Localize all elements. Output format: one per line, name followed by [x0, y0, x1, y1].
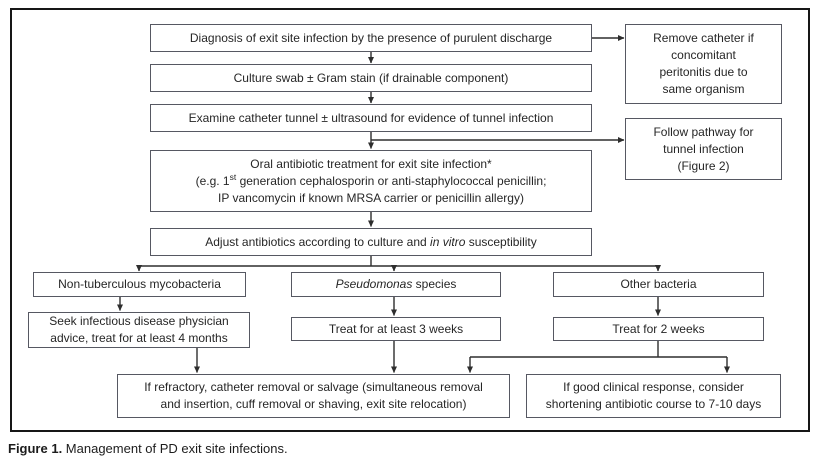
- node-seek-id-advice: Seek infectious disease physician advice…: [28, 312, 250, 348]
- node-text: Diagnosis of exit site infection by the …: [189, 30, 553, 45]
- node-text: Pseudomonas species: [335, 277, 457, 291]
- node-text: (e.g. 1st generation cephalosporin or an…: [195, 171, 547, 188]
- node-text: Adjust antibiotics according to culture …: [205, 234, 537, 249]
- node-text: shortening antibiotic course to 7-10 day…: [545, 397, 762, 411]
- node-text: If good clinical response, consider: [563, 380, 744, 394]
- node-follow-pathway: Follow pathway for tunnel infection (Fig…: [625, 118, 782, 180]
- node-text: Follow pathway for: [653, 124, 754, 139]
- node-text: Oral antibiotic treatment for exit site …: [250, 156, 492, 171]
- figure-caption: Figure 1. Management of PD exit site inf…: [8, 441, 288, 456]
- italic-pseudomonas: Pseudomonas: [335, 277, 413, 291]
- node-other-bacteria: Other bacteria: [553, 272, 764, 297]
- node-good-response: If good clinical response, consider shor…: [526, 374, 781, 418]
- node-refractory-removal: If refractory, catheter removal or salva…: [117, 374, 510, 418]
- node-text: (Figure 2): [677, 158, 730, 173]
- figure-caption-text: Management of PD exit site infections.: [62, 441, 288, 456]
- node-text: If refractory, catheter removal or salva…: [144, 380, 483, 394]
- node-pseudomonas-species: Pseudomonas species: [291, 272, 501, 297]
- node-text: tunnel infection: [663, 141, 744, 156]
- node-remove-catheter: Remove catheter if concomitant peritonit…: [625, 24, 782, 104]
- node-text: Remove catheter if: [653, 31, 754, 45]
- node-text: Treat for at least 3 weeks: [328, 321, 464, 336]
- node-text: same organism: [662, 82, 745, 96]
- italic-in-vitro: in vitro: [430, 234, 466, 249]
- node-text: IP vancomycin if known MRSA carrier or p…: [218, 190, 524, 205]
- node-text: Non-tuberculous mycobacteria: [58, 277, 221, 291]
- node-treat-2-weeks: Treat for 2 weeks: [553, 317, 764, 341]
- figure-caption-label: Figure 1.: [8, 441, 63, 456]
- node-text: Culture swab ± Gram stain (if drainable …: [233, 70, 509, 85]
- node-text: advice, treat for at least 4 months: [50, 331, 228, 345]
- node-adjust-antibiotics: Adjust antibiotics according to culture …: [150, 228, 592, 256]
- node-examine-tunnel: Examine catheter tunnel ± ultrasound for…: [150, 104, 592, 132]
- node-text: Treat for 2 weeks: [612, 321, 705, 336]
- node-treat-3-weeks: Treat for at least 3 weeks: [291, 317, 501, 341]
- node-text: Other bacteria: [620, 277, 697, 291]
- node-text: concomitant: [671, 48, 736, 62]
- node-culture-swab: Culture swab ± Gram stain (if drainable …: [150, 64, 592, 92]
- node-oral-antibiotic-treatment: Oral antibiotic treatment for exit site …: [150, 150, 592, 212]
- node-text: peritonitis due to: [659, 65, 748, 79]
- node-text: and insertion, cuff removal or shaving, …: [160, 397, 467, 411]
- node-text: Seek infectious disease physician: [49, 314, 229, 328]
- superscript-st: st: [229, 171, 237, 182]
- node-non-tuberculous-mycobacteria: Non-tuberculous mycobacteria: [33, 272, 246, 297]
- node-diagnosis: Diagnosis of exit site infection by the …: [150, 24, 592, 52]
- node-text: Examine catheter tunnel ± ultrasound for…: [188, 110, 554, 125]
